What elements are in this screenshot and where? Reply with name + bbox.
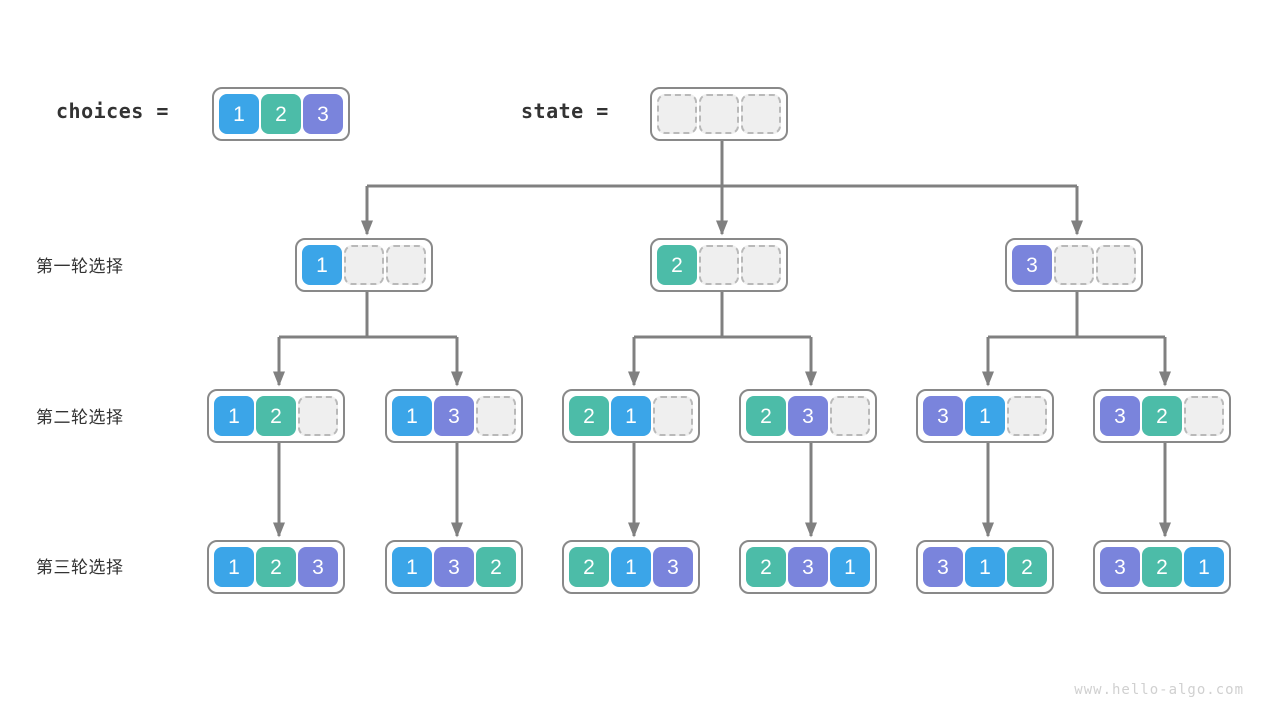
cell: 1 — [214, 396, 254, 436]
cell: 1 — [392, 396, 432, 436]
tree-node-l2-1: 1 3 — [385, 389, 523, 443]
cell — [741, 245, 781, 285]
cell: 3 — [298, 547, 338, 587]
cell: 2 — [746, 547, 786, 587]
cell: 3 — [653, 547, 693, 587]
cell: 1 — [830, 547, 870, 587]
watermark: www.hello-algo.com — [1074, 682, 1244, 698]
tree-node-l2-4: 3 1 — [916, 389, 1054, 443]
choices-cell-1: 2 — [261, 94, 301, 134]
cell — [344, 245, 384, 285]
cell — [653, 396, 693, 436]
tree-node-l2-0: 1 2 — [207, 389, 345, 443]
cell: 2 — [256, 547, 296, 587]
cell — [699, 245, 739, 285]
tree-node-l1-0: 1 — [295, 238, 433, 292]
tree-node-l2-2: 2 1 — [562, 389, 700, 443]
state-cell-2 — [741, 94, 781, 134]
tree-node-l3-0: 1 2 3 — [207, 540, 345, 594]
row-label-round-3: 第三轮选择 — [36, 558, 124, 577]
cell: 3 — [788, 547, 828, 587]
cell: 3 — [1100, 547, 1140, 587]
cell: 3 — [1012, 245, 1052, 285]
state-array — [650, 87, 788, 141]
choices-cell-0: 1 — [219, 94, 259, 134]
state-label: state = — [521, 99, 609, 123]
cell: 3 — [788, 396, 828, 436]
cell: 2 — [256, 396, 296, 436]
cell: 1 — [392, 547, 432, 587]
cell — [476, 396, 516, 436]
choices-array: 1 2 3 — [212, 87, 350, 141]
cell — [386, 245, 426, 285]
cell: 2 — [476, 547, 516, 587]
cell: 3 — [434, 396, 474, 436]
choices-cell-2: 3 — [303, 94, 343, 134]
cell: 2 — [746, 396, 786, 436]
cell — [830, 396, 870, 436]
cell: 1 — [1184, 547, 1224, 587]
cell — [1096, 245, 1136, 285]
cell: 2 — [657, 245, 697, 285]
cell — [1007, 396, 1047, 436]
tree-node-l3-5: 3 2 1 — [1093, 540, 1231, 594]
cell: 1 — [965, 547, 1005, 587]
tree-node-l3-1: 1 3 2 — [385, 540, 523, 594]
state-cell-0 — [657, 94, 697, 134]
choices-label: choices = — [56, 99, 169, 123]
row-label-round-1: 第一轮选择 — [36, 257, 124, 276]
tree-node-l2-5: 3 2 — [1093, 389, 1231, 443]
state-cell-1 — [699, 94, 739, 134]
cell: 2 — [569, 547, 609, 587]
cell: 1 — [302, 245, 342, 285]
cell: 1 — [611, 396, 651, 436]
cell — [1184, 396, 1224, 436]
cell: 1 — [214, 547, 254, 587]
tree-node-l2-3: 2 3 — [739, 389, 877, 443]
cell: 3 — [923, 396, 963, 436]
cell — [298, 396, 338, 436]
cell: 1 — [611, 547, 651, 587]
cell — [1054, 245, 1094, 285]
tree-node-l1-2: 3 — [1005, 238, 1143, 292]
tree-node-l3-4: 3 1 2 — [916, 540, 1054, 594]
tree-node-l1-1: 2 — [650, 238, 788, 292]
cell: 2 — [569, 396, 609, 436]
cell: 3 — [923, 547, 963, 587]
cell: 2 — [1142, 396, 1182, 436]
cell: 3 — [1100, 396, 1140, 436]
cell: 3 — [434, 547, 474, 587]
cell: 2 — [1007, 547, 1047, 587]
cell: 1 — [965, 396, 1005, 436]
row-label-round-2: 第二轮选择 — [36, 408, 124, 427]
cell: 2 — [1142, 547, 1182, 587]
tree-node-l3-3: 2 3 1 — [739, 540, 877, 594]
tree-node-l3-2: 2 1 3 — [562, 540, 700, 594]
